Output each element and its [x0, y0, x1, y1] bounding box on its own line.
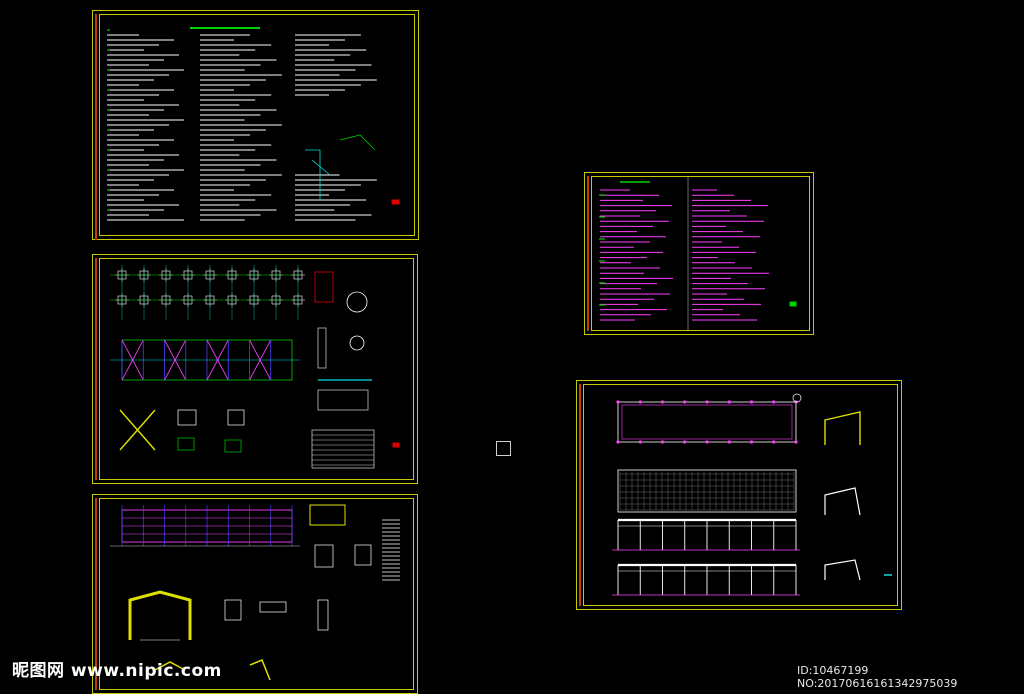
detail-rect	[224, 439, 242, 453]
grid-bubble	[660, 400, 665, 404]
north-arrow	[792, 393, 802, 403]
drawing-sheet-foundation-plan[interactable]	[92, 254, 418, 484]
detail-circle	[349, 335, 365, 351]
detail-rect	[309, 504, 346, 526]
detail-rect	[314, 544, 334, 568]
grid-bubble	[660, 440, 665, 444]
sheet-frame	[583, 384, 898, 606]
detail-rect	[177, 409, 197, 426]
portal-frame	[128, 590, 192, 640]
section-frame	[824, 411, 861, 445]
detail-rect	[317, 389, 369, 411]
grid-bubble	[727, 440, 731, 444]
detail-rect	[227, 409, 245, 426]
title-block-mark	[789, 301, 797, 307]
sheet-frame	[99, 14, 415, 236]
cad-line	[119, 409, 156, 451]
grid-bubble	[705, 440, 709, 444]
grid-bubble	[638, 400, 642, 404]
plan-inner	[621, 404, 793, 440]
crosshair-pickbox	[496, 441, 511, 456]
detail-sketch	[154, 659, 271, 681]
detail-sketch	[339, 134, 376, 151]
grid-bubble	[727, 400, 731, 404]
plan-outline	[617, 401, 797, 443]
detail-circle	[346, 291, 368, 313]
watermark-site: 昵图网 www.nipic.com	[12, 661, 222, 681]
title-block-mark	[391, 199, 400, 205]
detail-rect	[259, 601, 287, 613]
schedule-table	[311, 429, 375, 469]
sheet-frame	[99, 258, 414, 480]
section-frame	[824, 559, 861, 581]
grid-bubble	[705, 400, 709, 404]
grid-bubble	[616, 440, 620, 444]
drawing-sheet-design-notes[interactable]	[92, 10, 419, 240]
drawing-sheet-general-notes[interactable]	[584, 172, 814, 335]
grid-bubble	[749, 440, 754, 444]
grid-bubble	[794, 440, 798, 444]
title-block-mark	[392, 442, 400, 448]
sheet-frame	[99, 498, 414, 690]
sheet-frame	[591, 176, 810, 331]
grid-bubble	[638, 440, 642, 444]
detail-rect	[314, 271, 334, 303]
roof-panel	[617, 469, 797, 513]
detail-rect	[354, 544, 372, 566]
detail-rect	[317, 599, 329, 631]
grid-bubble	[616, 400, 620, 404]
grid-bubble	[683, 400, 687, 404]
detail-rect	[224, 599, 242, 621]
grid-bubble	[683, 440, 687, 444]
detail-rect	[317, 327, 327, 369]
watermark-id: ID:10467199 NO:20170616161342975039	[797, 664, 958, 690]
detail-rect	[177, 437, 195, 451]
section-frame	[824, 487, 861, 516]
grid-bubble	[772, 440, 776, 444]
detail-sketch	[305, 149, 331, 200]
grid-bubble	[749, 400, 754, 404]
drawing-sheet-elevations[interactable]	[576, 380, 902, 610]
grid-bubble	[772, 400, 776, 404]
